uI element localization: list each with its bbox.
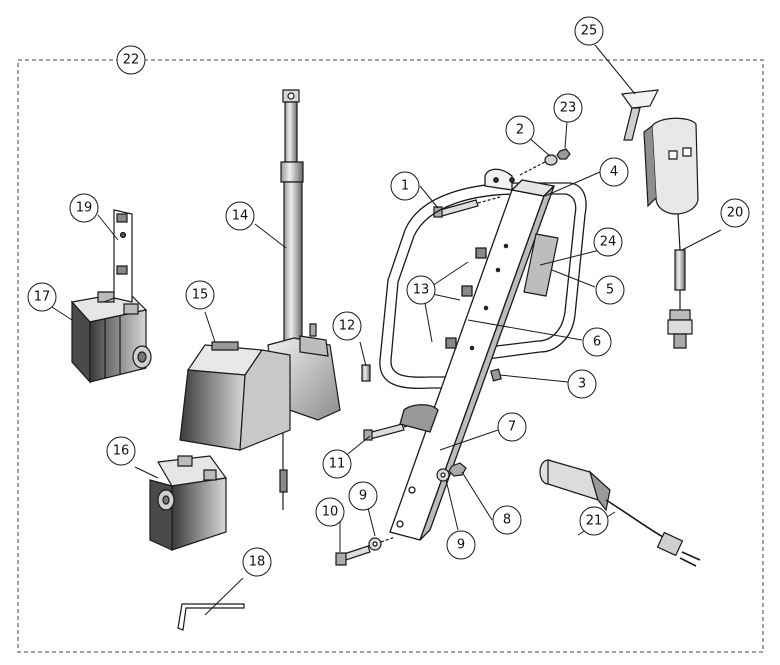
svg-text:5: 5	[606, 283, 614, 298]
svg-text:19: 19	[76, 201, 93, 216]
part-12-pin	[362, 365, 370, 381]
svg-text:6: 6	[593, 335, 601, 350]
svg-text:8: 8	[503, 513, 511, 528]
callout-1: 1	[390, 171, 420, 201]
callout-21: 21	[579, 506, 609, 536]
part-15-control-box	[180, 342, 290, 450]
callout-2: 2	[505, 115, 535, 145]
svg-text:12: 12	[339, 319, 356, 334]
svg-text:22: 22	[123, 53, 140, 68]
part-25-clip	[622, 90, 658, 140]
part-9-washer-left	[369, 537, 395, 550]
callout-8: 8	[492, 505, 522, 535]
svg-text:16: 16	[113, 444, 130, 459]
part-21-power-cord	[540, 460, 700, 566]
callout-25: 25	[574, 16, 604, 46]
svg-text:1: 1	[401, 179, 409, 194]
callout-20: 20	[720, 198, 750, 228]
callout-17: 17	[27, 282, 57, 312]
callout-19: 19	[69, 193, 99, 223]
callout-10: 10	[315, 497, 345, 527]
callout-9-left: 9	[348, 481, 378, 511]
svg-text:4: 4	[610, 165, 618, 180]
svg-text:9: 9	[359, 489, 367, 504]
callout-5: 5	[595, 275, 625, 305]
part-19-battery-bracket	[104, 210, 132, 302]
part-1-bolt	[434, 197, 500, 217]
part-20-hand-pendant	[644, 118, 698, 348]
callout-6: 6	[582, 327, 612, 357]
callout-22: 22	[116, 45, 146, 75]
svg-text:21: 21	[586, 514, 603, 529]
part-5-handle	[380, 183, 586, 389]
assembly-boundary	[17, 59, 764, 653]
svg-text:13: 13	[413, 283, 430, 298]
svg-text:20: 20	[727, 206, 744, 221]
callout-4: 4	[599, 157, 629, 187]
part-18-hex-key	[178, 604, 244, 630]
part-10-bolt	[336, 546, 370, 565]
svg-text:23: 23	[560, 101, 577, 116]
part-16-battery	[150, 456, 226, 550]
callout-15: 15	[185, 280, 215, 310]
svg-text:9: 9	[457, 538, 465, 553]
svg-text:2: 2	[516, 123, 524, 138]
svg-text:24: 24	[600, 235, 617, 250]
callout-3: 3	[567, 369, 597, 399]
callout-12: 12	[332, 311, 362, 341]
part-3-bolt	[491, 369, 501, 381]
callout-11: 11	[322, 449, 352, 479]
part-2-spacer	[520, 155, 557, 175]
svg-text:14: 14	[232, 209, 249, 224]
svg-text:10: 10	[322, 505, 339, 520]
callout-24: 24	[593, 227, 623, 257]
svg-text:7: 7	[508, 420, 516, 435]
callout-16: 16	[106, 436, 136, 466]
part-7-frame	[390, 169, 554, 540]
callout-18: 18	[242, 547, 272, 577]
part-23-nut	[557, 149, 570, 159]
svg-text:15: 15	[192, 288, 209, 303]
callout-23: 23	[553, 93, 583, 123]
callout-13: 13	[406, 275, 436, 305]
callout-14: 14	[225, 201, 255, 231]
part-8-nut	[449, 463, 466, 476]
part-14-actuator	[268, 90, 340, 510]
part-9-washer-right	[437, 469, 449, 481]
callout-9-right: 9	[446, 530, 476, 560]
svg-text:25: 25	[581, 24, 598, 39]
part-17-battery-box	[72, 292, 151, 382]
svg-text:3: 3	[578, 377, 586, 392]
svg-text:18: 18	[249, 555, 266, 570]
svg-text:11: 11	[329, 457, 346, 472]
callout-7: 7	[497, 412, 527, 442]
svg-text:17: 17	[34, 290, 51, 305]
